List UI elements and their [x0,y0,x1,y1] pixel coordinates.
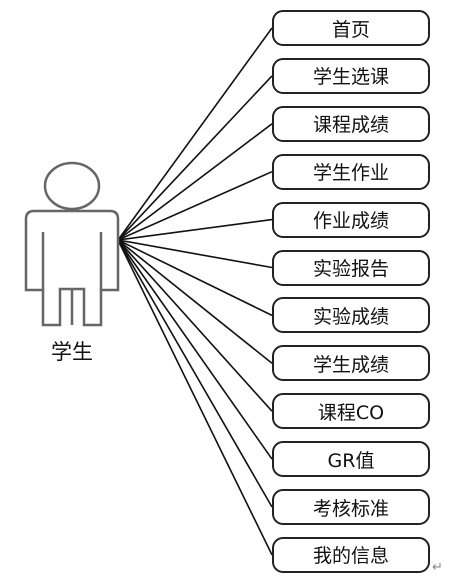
use-case-box: 学生选课 [272,57,430,94]
paragraph-return-mark: ↵ [432,560,443,575]
connector-line [117,239,273,508]
connector-lines [117,27,273,556]
use-case-box: 实验报告 [272,249,430,286]
actor-label: 学生 [51,340,93,364]
connector-line [117,75,273,241]
use-case-box: 学生成绩 [272,345,430,382]
connector-line [117,170,273,241]
connector-line [117,218,273,241]
connector-line [117,123,273,241]
actor-body [24,209,120,327]
use-case-box: 课程CO [272,393,430,430]
connector-line [117,239,273,556]
connector-line [117,239,273,412]
connector-line [117,27,273,241]
use-case-box: 课程成绩 [272,105,430,142]
use-case-box: GR值 [272,441,430,478]
connector-line [117,239,273,269]
connector-line [117,239,273,317]
use-case-box: 实验成绩 [272,297,430,334]
use-case-box: 我的信息 [272,536,430,573]
use-case-box: 考核标准 [272,489,430,525]
actor-figure [24,161,120,327]
actor-head [43,161,101,211]
use-case-box: 作业成绩 [272,201,430,238]
use-case-box: 学生作业 [272,153,430,190]
connector-line [117,239,273,364]
connector-line [117,239,273,460]
use-case-box: 首页 [272,10,430,46]
